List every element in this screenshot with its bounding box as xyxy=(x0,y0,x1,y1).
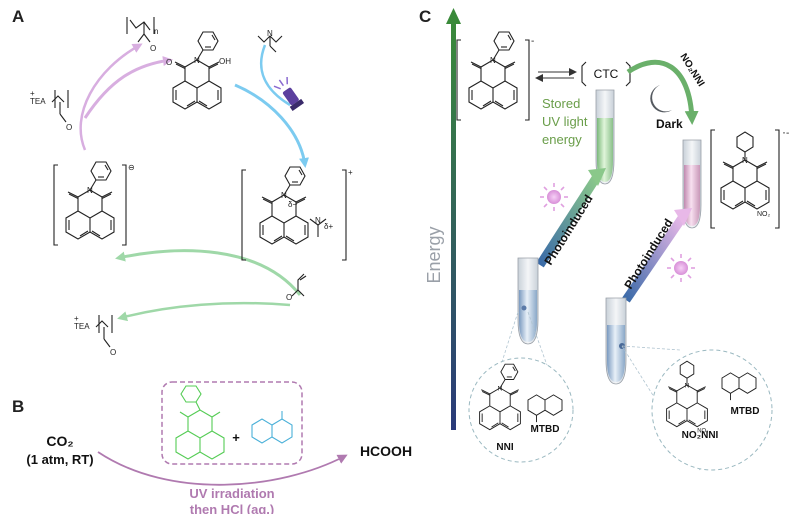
photoinduced-arrowhead-left xyxy=(588,168,606,186)
pink-cycle-arrow xyxy=(83,56,173,119)
no2nni-label: NO₂NNI xyxy=(682,430,719,441)
no2-group: NO₂ xyxy=(697,429,709,435)
condition-line-2: then HCl (aq.) xyxy=(190,502,275,514)
reaction-arrow xyxy=(97,451,348,486)
ctc-bracket-right xyxy=(625,61,631,87)
panel-b: CO₂ (1 atm, RT) + HCOOH xyxy=(26,381,412,514)
atom-n: N xyxy=(87,186,93,195)
panel-c: Energy N - CTC Stored UV light energy xyxy=(424,8,789,471)
radical-charge: - xyxy=(786,128,789,139)
co2-label: CO₂ xyxy=(46,433,73,449)
co2-conditions: (1 atm, RT) xyxy=(26,452,93,467)
nni-anion-structure: N ⊖ xyxy=(53,161,135,246)
nni-tea-complex: N δ− N δ+ + xyxy=(241,166,353,261)
subscript-n: n xyxy=(154,27,158,36)
photoinduced-arrow-left xyxy=(536,175,600,268)
zoom-circle-right xyxy=(651,349,773,471)
atom-o: O xyxy=(110,348,116,357)
polymer-top: O n xyxy=(126,17,158,53)
zoom-guide xyxy=(621,345,681,351)
uv-sun-icon-right xyxy=(667,254,695,282)
atom-n: N xyxy=(490,56,496,65)
delta-minus: δ− xyxy=(288,200,297,209)
nni-green-structure xyxy=(175,385,225,460)
catalyst-box xyxy=(161,381,303,465)
atom-o: O xyxy=(66,123,72,132)
nni-oh-structure: N O OH xyxy=(166,31,231,110)
atom-oh: OH xyxy=(219,57,231,66)
ctc-bracket-left xyxy=(581,61,587,87)
blue-photo-arrow xyxy=(234,83,309,168)
zoom-circle-left xyxy=(468,357,574,463)
charge-plus: + xyxy=(348,168,353,177)
panel-label-c: C xyxy=(419,7,431,26)
tube-ctc-green xyxy=(595,89,615,185)
moon-icon xyxy=(650,85,672,113)
dark-label: Dark xyxy=(656,117,683,131)
polymer-tea-bottom: TEA + O xyxy=(74,314,116,357)
condition-line-1: UV irradiation xyxy=(189,486,274,501)
atom-o: O xyxy=(150,44,156,53)
plus-sign: + xyxy=(232,430,240,445)
atom-n: N xyxy=(281,191,287,200)
pink-initiation-arrow xyxy=(79,43,143,151)
product-label: HCOOH xyxy=(360,443,412,459)
atom-o: O xyxy=(166,58,172,67)
uv-sun-icon-left xyxy=(540,183,568,211)
stored-energy-line-1: Stored xyxy=(542,96,580,111)
tea-label: TEA xyxy=(30,97,46,106)
blue-tea-arrow xyxy=(259,44,291,107)
charge-minus: ⊖ xyxy=(128,163,135,172)
tea-structure: N xyxy=(257,29,283,53)
methyl-acrylate: O xyxy=(286,273,307,302)
stored-energy-line-3: energy xyxy=(542,132,582,147)
polymer-tea-left: TEA + O xyxy=(30,89,72,132)
atom-n: N xyxy=(194,56,200,65)
atom-n: N xyxy=(267,29,273,38)
mtbd-blue-structure xyxy=(251,411,293,444)
no2nni-reagent-label: NO₂NNI xyxy=(677,52,706,89)
charge: + xyxy=(30,89,35,98)
mtbd-label-left: MTBD xyxy=(531,424,560,435)
nni-radical-anion: N - xyxy=(456,31,534,121)
panel-a: O n N O OH N TEA + xyxy=(30,17,353,357)
stored-energy-line-2: UV light xyxy=(542,114,588,129)
ctc-label: CTC xyxy=(594,67,619,81)
radical-dot: · xyxy=(782,125,786,139)
panel-label-a: A xyxy=(12,7,24,26)
mtbd-label-right: MTBD xyxy=(731,406,760,417)
energy-axis-label: Energy xyxy=(424,226,444,283)
no2nni-radical-anion: N NO₂ · - xyxy=(710,125,789,229)
atom-n: N xyxy=(742,156,748,165)
uv-lamp-icon xyxy=(273,77,305,112)
atom-n: N xyxy=(684,383,689,390)
charge: + xyxy=(74,314,79,323)
dark-arrow xyxy=(626,59,699,125)
atom-n: N xyxy=(315,216,321,225)
atom-n: N xyxy=(497,386,502,393)
tea-label: TEA xyxy=(74,322,90,331)
radical-anion-charge: - xyxy=(531,36,534,47)
nni-label: NNI xyxy=(496,442,513,453)
green-return-arrow xyxy=(115,249,302,296)
panel-label-b: B xyxy=(12,397,24,416)
atom-o: O xyxy=(286,293,292,302)
photoinduced-arrow-right xyxy=(622,215,686,303)
photoinduced-label-left: Photoinduced xyxy=(541,192,595,267)
delta-plus: δ+ xyxy=(324,222,333,231)
green-polymer-arrow xyxy=(117,301,291,322)
equilibrium-arrows xyxy=(535,68,577,82)
photoinduced-label-right: Photoinduced xyxy=(621,216,675,291)
photoinduced-arrowhead-right xyxy=(674,208,692,226)
nni-structure-zoom: N xyxy=(479,363,521,431)
no2nni-structure-zoom: N NO₂ xyxy=(666,360,709,435)
energy-axis xyxy=(451,22,456,430)
tube-blue-right xyxy=(605,297,627,385)
tube-blue-left xyxy=(517,257,539,345)
energy-axis-arrowhead xyxy=(446,8,461,24)
no2-group: NO₂ xyxy=(757,211,771,218)
